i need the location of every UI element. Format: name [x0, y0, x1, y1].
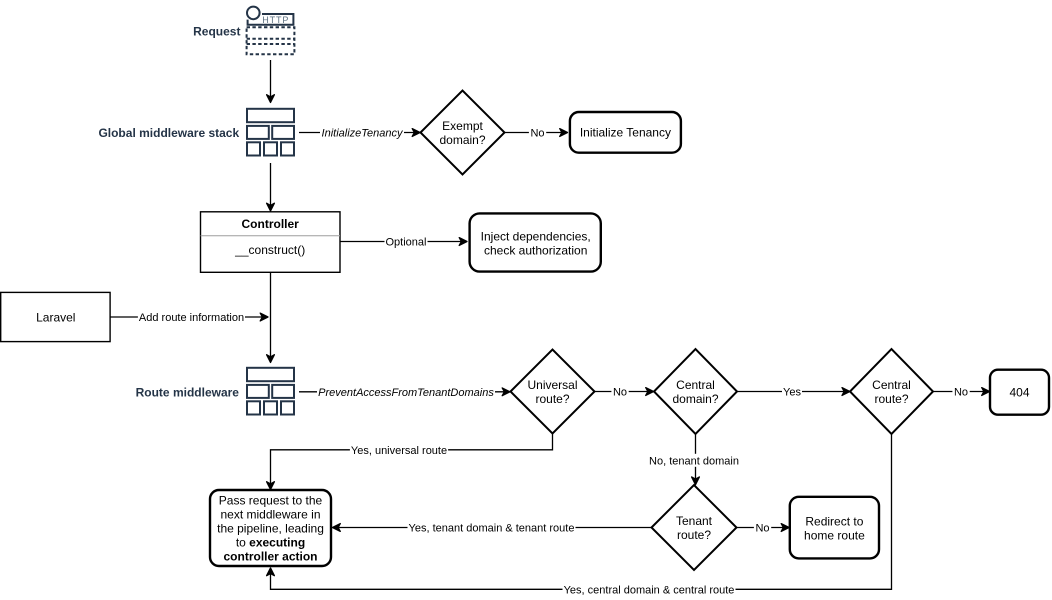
svg-text:route?: route? [677, 528, 711, 542]
svg-text:Inject dependencies,: Inject dependencies, [481, 230, 591, 244]
svg-text:the pipeline, leading: the pipeline, leading [217, 521, 324, 535]
svg-text:Global middleware stack: Global middleware stack [98, 126, 239, 140]
svg-text:No: No [954, 387, 968, 399]
svg-text:controller action: controller action [223, 549, 317, 563]
svg-text:Yes, central domain & central: Yes, central domain & central route [564, 584, 735, 596]
svg-text:HTTP: HTTP [262, 15, 289, 25]
svg-text:Initialize Tenancy: Initialize Tenancy [580, 126, 671, 140]
svg-text:Add route information: Add route information [139, 312, 244, 324]
svg-text:to executing: to executing [236, 535, 305, 549]
svg-text:domain?: domain? [439, 133, 485, 147]
svg-text:Laravel: Laravel [36, 310, 75, 324]
svg-text:No: No [530, 128, 544, 140]
svg-text:InitializeTenancy: InitializeTenancy [322, 128, 404, 140]
svg-text:route?: route? [874, 392, 908, 406]
svg-text:Yes: Yes [783, 387, 801, 399]
svg-text:domain?: domain? [672, 392, 718, 406]
svg-text:404: 404 [1009, 386, 1029, 400]
svg-text:Exempt: Exempt [442, 119, 483, 133]
svg-text:Redirect to: Redirect to [805, 515, 863, 529]
svg-text:Optional: Optional [386, 237, 427, 249]
svg-text:__construct(): __construct() [234, 243, 305, 257]
svg-text:Route middleware: Route middleware [136, 385, 240, 399]
svg-text:Request: Request [193, 24, 240, 38]
svg-text:No: No [755, 523, 769, 535]
svg-text:route?: route? [535, 392, 569, 406]
svg-text:PreventAccessFromTenantDomains: PreventAccessFromTenantDomains [318, 387, 494, 399]
svg-text:next middleware in: next middleware in [220, 507, 320, 521]
svg-text:Controller: Controller [242, 217, 300, 231]
svg-text:Tenant: Tenant [676, 514, 713, 528]
svg-text:Central: Central [676, 378, 715, 392]
svg-text:No: No [613, 387, 627, 399]
svg-text:Yes, tenant domain & tenant ro: Yes, tenant domain & tenant route [409, 523, 575, 535]
svg-text:Universal: Universal [527, 378, 577, 392]
svg-text:check authorization: check authorization [484, 244, 587, 258]
svg-text:home route: home route [804, 529, 865, 543]
svg-text:Yes, universal route: Yes, universal route [351, 445, 447, 457]
svg-text:Pass request to the: Pass request to the [219, 493, 323, 507]
svg-text:No, tenant domain: No, tenant domain [649, 455, 739, 467]
svg-text:Central: Central [872, 378, 911, 392]
